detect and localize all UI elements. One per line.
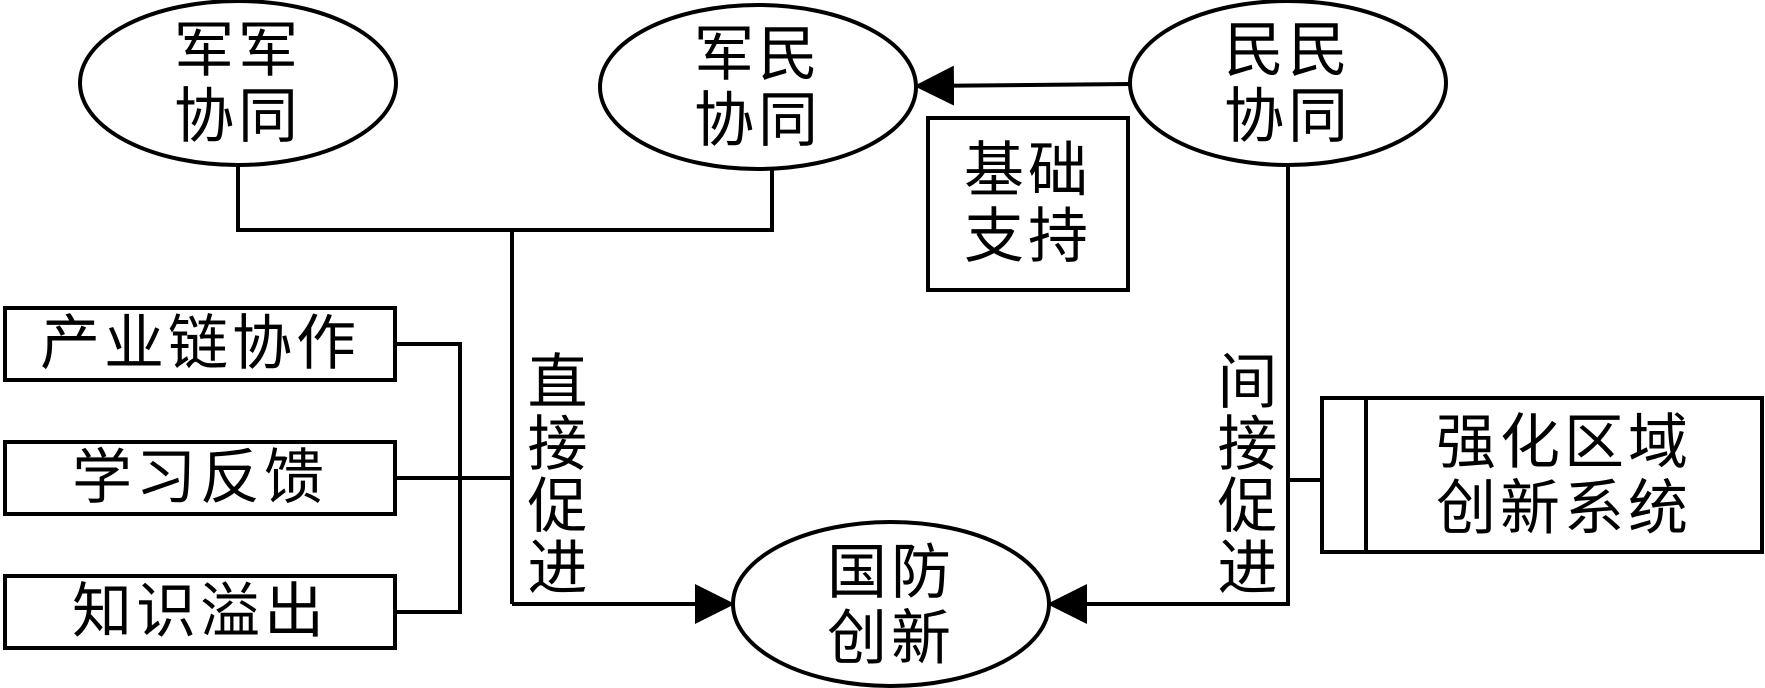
connector-top-left [236, 165, 774, 232]
node-chain-label: 产业链协作 [40, 309, 360, 379]
node-junjun-label: 军军 协同 [174, 16, 302, 152]
node-regional-label: 强化区域 创新系统 [1436, 408, 1692, 544]
edge-direct-label: 直接促进 [517, 350, 587, 598]
edge-indirect-label: 间接促进 [1207, 350, 1277, 598]
node-learning-shape [3, 440, 397, 516]
node-learning-label: 学习反馈 [72, 443, 328, 513]
node-junmin-label: 军民 协同 [694, 20, 822, 156]
node-chain-shape [3, 306, 397, 382]
node-defense-label: 国防 创新 [827, 538, 955, 674]
node-regional-shape [1320, 396, 1764, 554]
node-support-shape [926, 116, 1130, 292]
node-spillover-label: 知识溢出 [72, 577, 328, 647]
node-minmin-label: 民民 协同 [1224, 16, 1352, 152]
node-spillover-shape [3, 574, 397, 650]
node-support-label: 基础 支持 [964, 136, 1092, 272]
connector-trunk-right [1047, 165, 1290, 624]
arrow-minmin-to-junmin [914, 65, 1131, 106]
